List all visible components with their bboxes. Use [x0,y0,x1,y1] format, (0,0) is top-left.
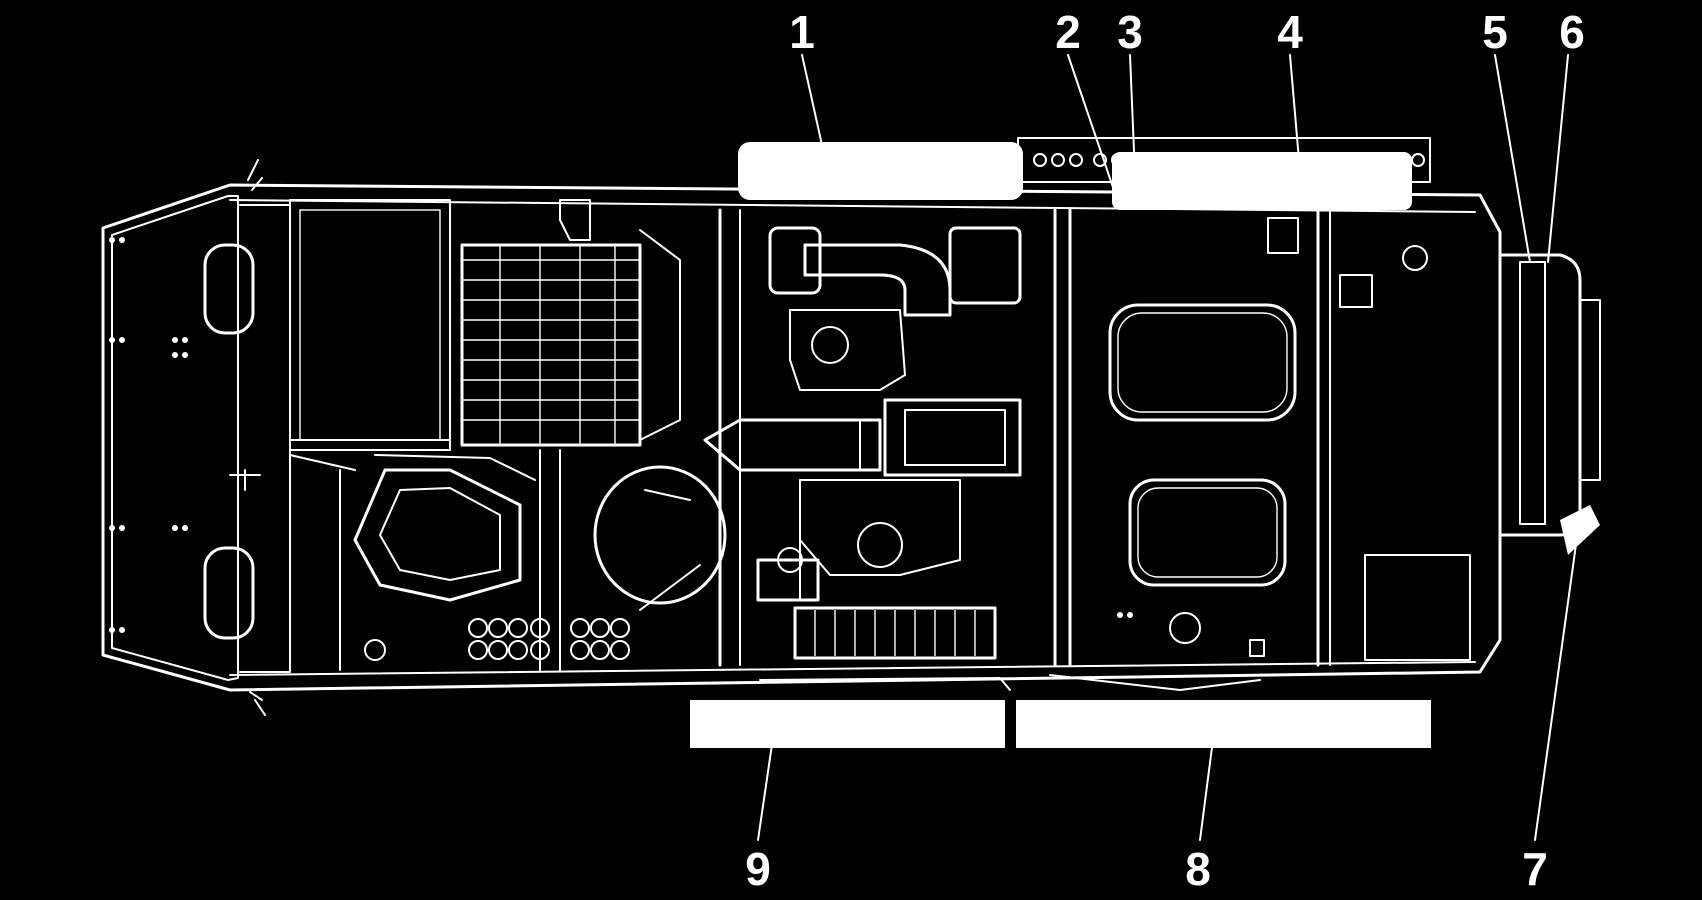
round-hatch [593,465,727,611]
radiator-block [289,199,451,451]
crew-seat-hexagon [353,454,536,661]
leader-lines [757,54,1579,841]
ammo-canisters [468,618,630,660]
rear-door [1498,253,1601,555]
intake-duct-left [559,199,681,441]
stowage-bin-top-right [1112,152,1412,210]
hull-outline [101,159,1502,716]
callout-4: 4 [1277,6,1303,58]
callout-6: 6 [1559,6,1585,58]
callout-5: 5 [1482,6,1508,58]
callout-1: 1 [789,6,815,58]
callout-8: 8 [1185,843,1211,895]
engine-grille-rear [793,606,997,660]
engine-deck-grille [460,243,642,447]
callout-labels: 1 2 3 4 5 6 7 8 9 [745,6,1585,895]
troop-compartment [1068,208,1471,667]
callout-3: 3 [1117,6,1143,58]
stowage-bin-8 [1016,700,1431,748]
engine-assembly [703,226,1022,602]
callout-7: 7 [1522,843,1548,895]
stowage-bin-9 [690,700,1005,748]
callout-9: 9 [745,843,771,895]
stowage-bin-1 [738,142,1023,200]
engine-bay-frame [718,208,1057,667]
callout-2: 2 [1055,6,1081,58]
bow-fasteners [109,237,188,633]
